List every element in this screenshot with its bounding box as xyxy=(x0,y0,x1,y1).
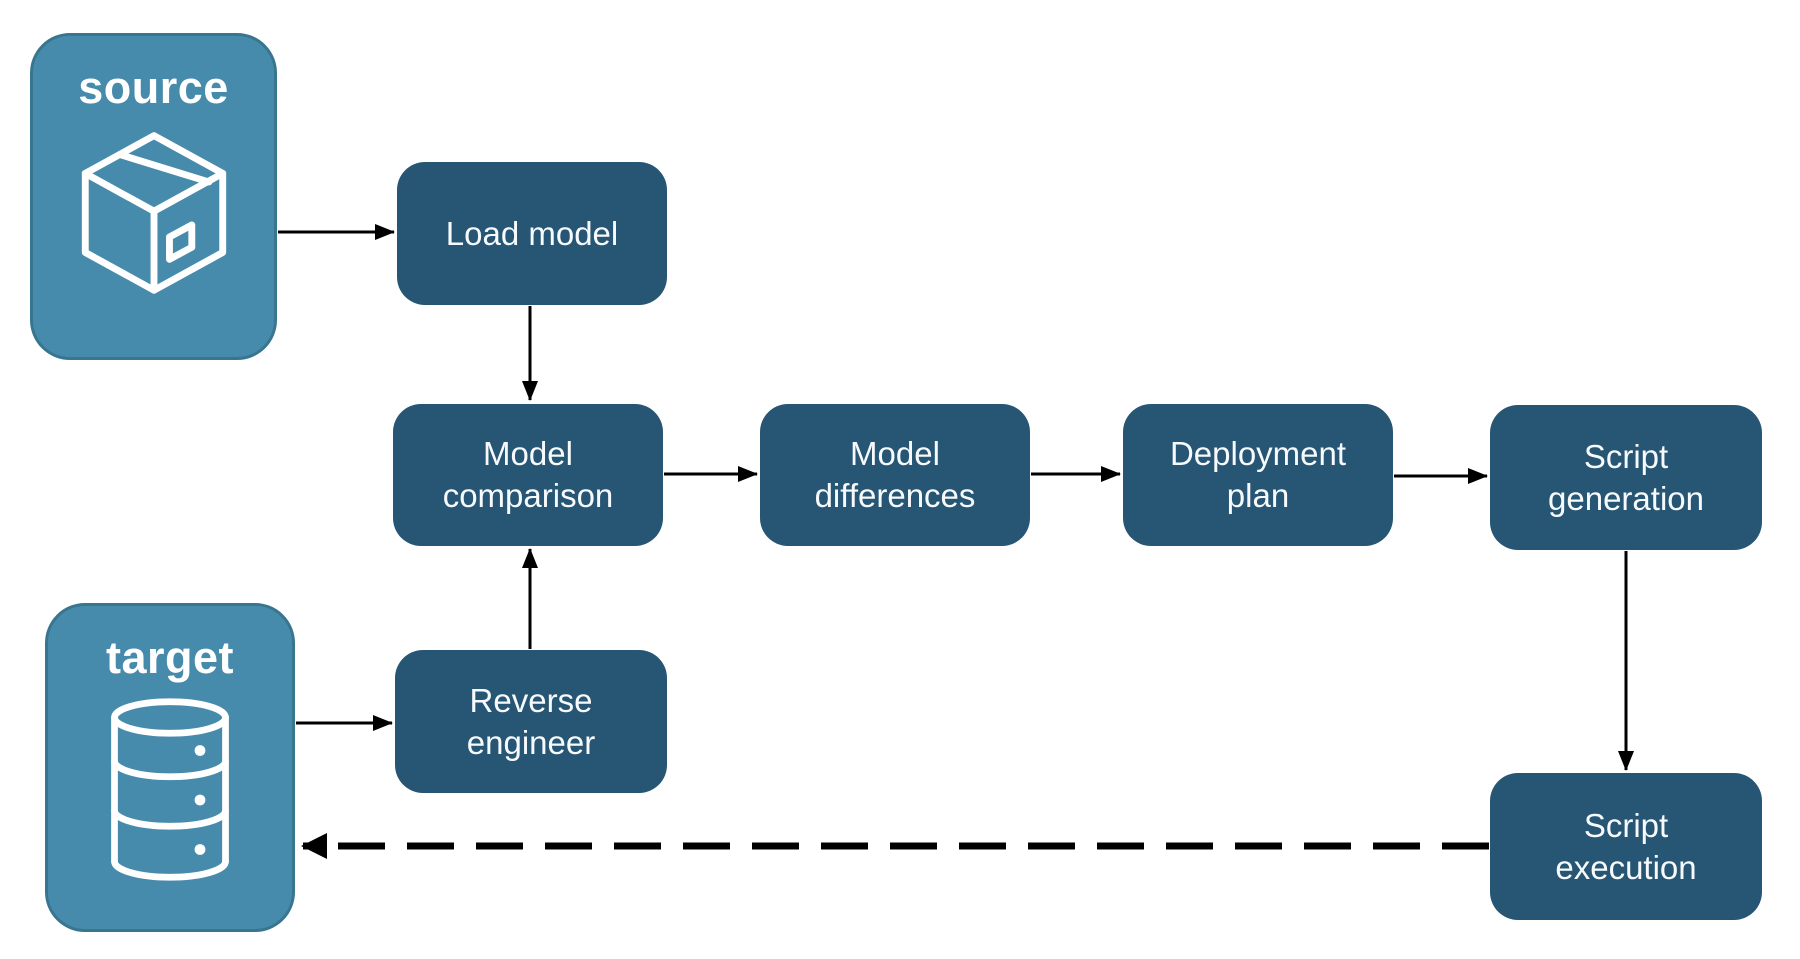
database-icon xyxy=(111,698,229,881)
target-label: target xyxy=(105,632,235,683)
load-model-label: Load model xyxy=(445,214,619,252)
node-deployment-plan: Deployment plan xyxy=(1123,404,1393,546)
model-comparison-label: Model comparison xyxy=(442,435,614,514)
node-model-comparison: Model comparison xyxy=(393,404,663,546)
script-generation-label: Script generation xyxy=(1548,437,1704,517)
source-label: source xyxy=(78,62,229,113)
node-reverse-engineer: Reverse engineer xyxy=(395,650,667,793)
node-model-differences: Model differences xyxy=(760,404,1030,546)
node-target: target xyxy=(45,603,295,932)
package-icon xyxy=(81,132,226,294)
reverse-engineer-label: Reverse engineer xyxy=(466,681,596,761)
script-execution-label: Script execution xyxy=(1555,806,1697,886)
deployment-plan-label: Deployment plan xyxy=(1169,435,1347,514)
node-script-execution: Script execution xyxy=(1490,773,1762,920)
node-script-generation: Script generation xyxy=(1490,405,1762,550)
node-source: source xyxy=(30,33,277,360)
node-load-model: Load model xyxy=(397,162,667,305)
model-differences-label: Model differences xyxy=(814,435,976,514)
